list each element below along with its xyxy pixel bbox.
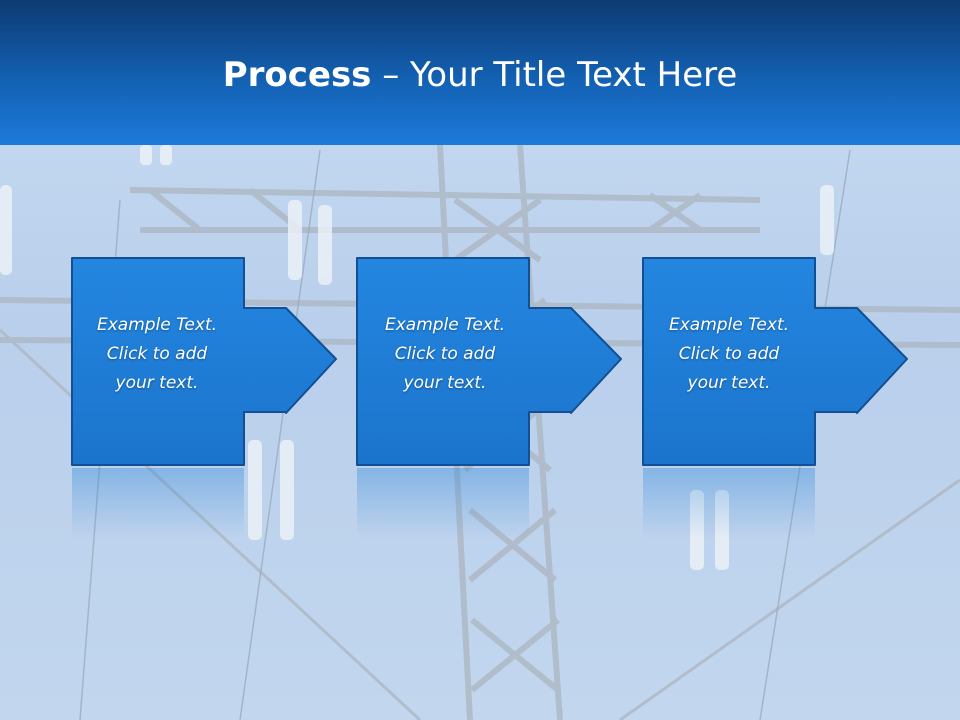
- step-text-2[interactable]: Example Text. Click to add your text.: [360, 311, 530, 398]
- step-2-line-1: Example Text.: [384, 315, 506, 335]
- title-bold-part: Process: [222, 55, 372, 95]
- step-shape-1[interactable]: [71, 257, 337, 538]
- title-bar: [0, 0, 960, 145]
- step-1-line-3: your text.: [115, 373, 199, 393]
- step-shape-3[interactable]: [642, 257, 908, 538]
- step-text-3[interactable]: Example Text. Click to add your text.: [644, 311, 814, 398]
- step-2-line-3: your text.: [403, 373, 487, 393]
- step-text-1[interactable]: Example Text. Click to add your text.: [72, 311, 242, 398]
- step-1-line-2: Click to add: [106, 344, 208, 364]
- slide-title[interactable]: Process – Your Title Text Here: [0, 55, 960, 95]
- title-regular-part: – Your Title Text Here: [371, 55, 738, 95]
- step-2-line-2: Click to add: [394, 344, 496, 364]
- step-shape-2[interactable]: [356, 257, 622, 538]
- step-1-line-1: Example Text.: [96, 315, 218, 335]
- step-3-line-3: your text.: [687, 373, 771, 393]
- step-3-line-2: Click to add: [678, 344, 780, 364]
- step-3-line-1: Example Text.: [668, 315, 790, 335]
